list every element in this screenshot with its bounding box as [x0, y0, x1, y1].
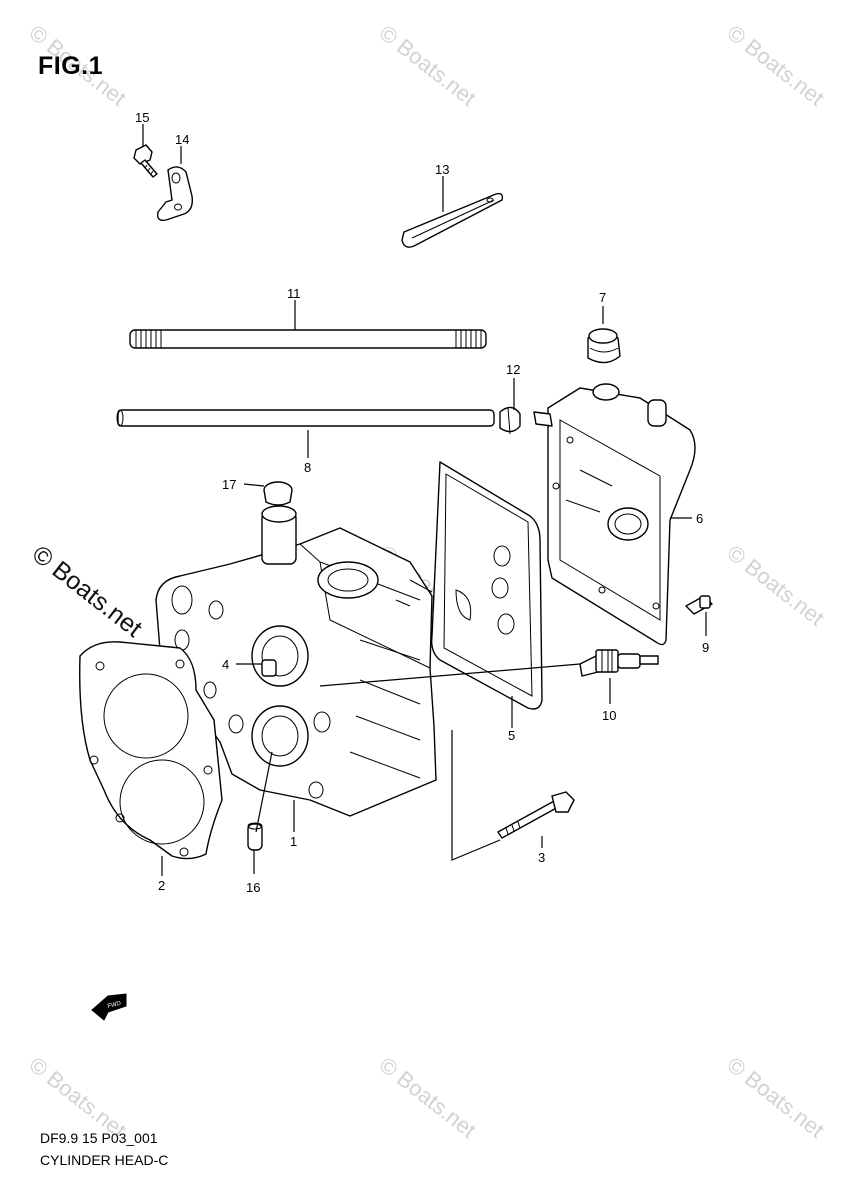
part-8-rod [116, 409, 495, 427]
part-9-bolt [685, 595, 713, 615]
callout-3: 3 [538, 850, 545, 865]
part-12-clamp [499, 406, 521, 435]
part-7-cap [587, 328, 621, 364]
part-14-bracket [156, 166, 194, 222]
callout-16: 16 [246, 880, 260, 895]
figure-title: FIG.1 [38, 52, 104, 80]
part-13-strap [401, 192, 504, 248]
callout-13: 13 [435, 162, 449, 177]
callout-5: 5 [508, 728, 515, 743]
callout-11: 11 [287, 286, 301, 301]
callouts: 15 14 13 11 7 12 8 17 6 9 4 10 5 1 3 2 1… [135, 110, 709, 895]
callout-12: 12 [506, 362, 520, 377]
callout-7: 7 [599, 290, 606, 305]
callout-2: 2 [158, 878, 165, 893]
callout-10: 10 [602, 708, 616, 723]
callout-6: 6 [696, 511, 703, 526]
fwd-arrow-icon: FWD [91, 993, 127, 1021]
leader-lines [142, 124, 707, 876]
part-6-cover [533, 383, 696, 646]
diagram-code: DF9.9 15 P03_001 [40, 1130, 158, 1146]
callout-8: 8 [304, 460, 311, 475]
part-5-gasket [430, 461, 543, 710]
part-11-threaded-rod [129, 329, 487, 349]
callout-1: 1 [290, 834, 297, 849]
callout-14: 14 [175, 132, 189, 147]
diagram-caption: CYLINDER HEAD-C [40, 1152, 169, 1168]
part-16-dowel-pin [247, 822, 263, 851]
part-1-cylinder-head [155, 505, 437, 817]
part-3-bolt [497, 791, 575, 839]
part-10-spark-plug [579, 649, 659, 677]
part-17-plug [263, 481, 293, 506]
callout-17: 17 [222, 477, 236, 492]
part-2-head-gasket [79, 641, 223, 860]
callout-15: 15 [135, 110, 149, 125]
callout-4: 4 [222, 657, 229, 672]
callout-9: 9 [702, 640, 709, 655]
part-15-bolt [133, 144, 158, 178]
fwd-label: FWD [107, 1001, 122, 1010]
